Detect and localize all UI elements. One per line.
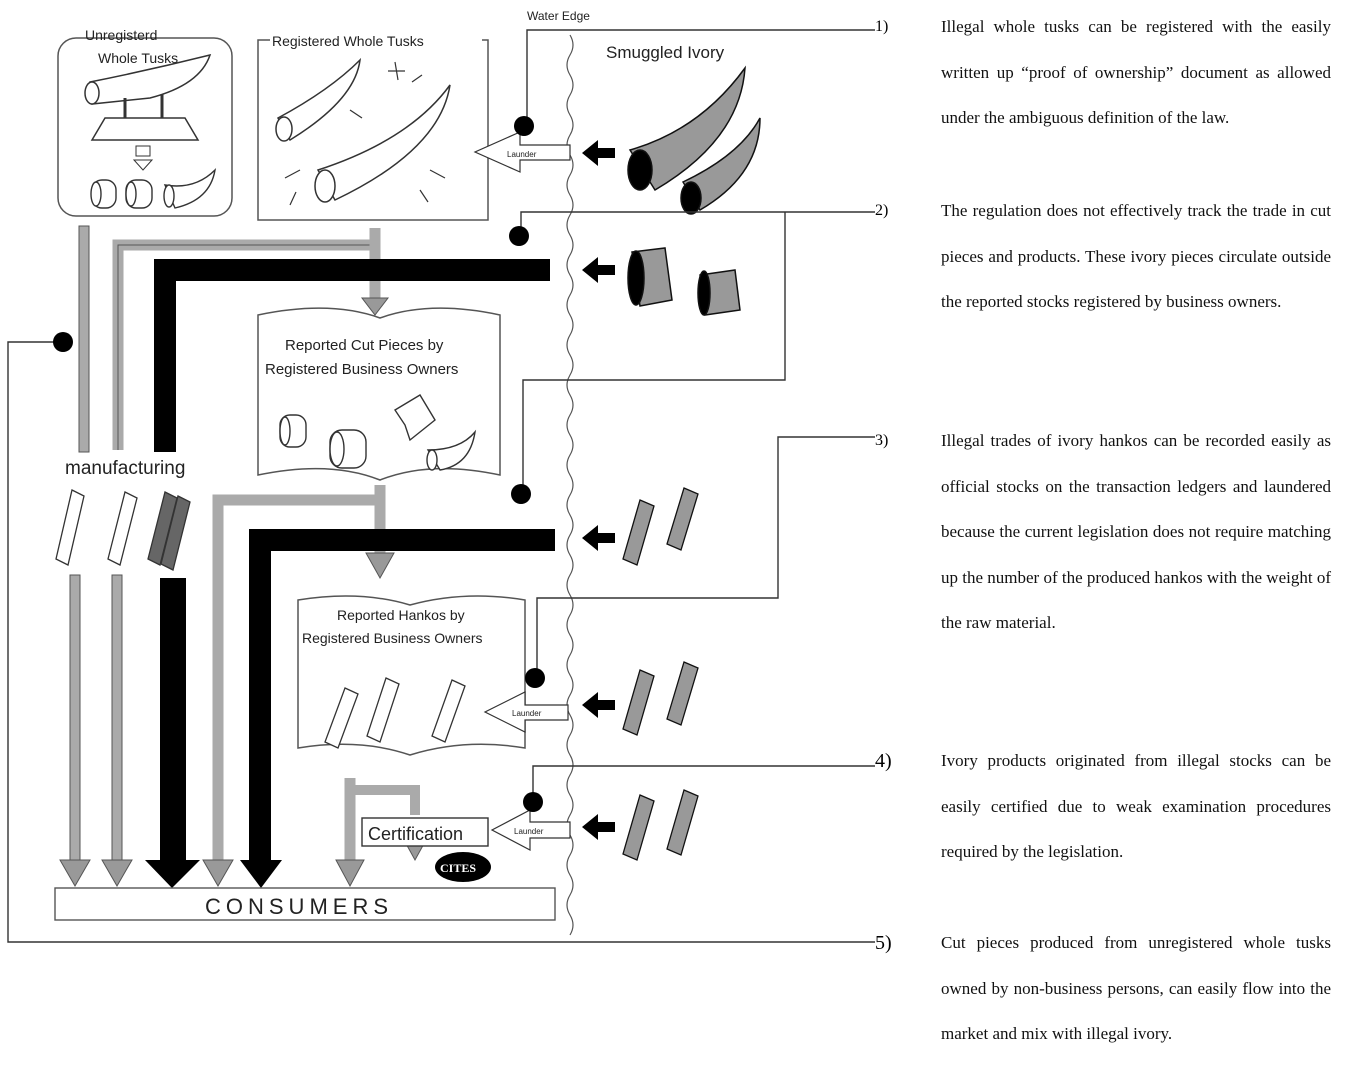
note-4-text: Ivory products originated from illegal s… xyxy=(941,738,1331,875)
note-2-number: 2) xyxy=(875,202,935,220)
note-2-text: The regulation does not effectively trac… xyxy=(941,188,1331,325)
manufacturing-label: manufacturing xyxy=(65,458,185,479)
small-black-arrow-2 xyxy=(582,257,615,283)
gray-flow-unregistered-to-manufacturing xyxy=(79,226,89,452)
note-4-number: 4) xyxy=(875,750,935,773)
unregistered-label-1: Unregisterd xyxy=(85,27,157,43)
launder-label-1: Launder xyxy=(507,150,537,159)
cites-label: CITES xyxy=(440,861,476,875)
hankos-label-1: Reported Hankos by xyxy=(337,607,465,623)
note-3-text: Illegal trades of ivory hankos can be re… xyxy=(941,418,1331,646)
manufactured-hankos-icon xyxy=(56,490,190,570)
certification-label: Certification xyxy=(368,824,463,844)
launder-label-3: Launder xyxy=(514,827,544,836)
note-1-text: Illegal whole tusks can be registered wi… xyxy=(941,4,1331,141)
small-black-arrow-1 xyxy=(582,140,615,166)
unregistered-label-2: Whole Tusks xyxy=(98,50,178,66)
smuggled-hankos-icon-3 xyxy=(623,790,698,860)
water-edge-label: Water Edge xyxy=(527,9,590,23)
notes-panel: 1) Illegal whole tusks can be registered… xyxy=(875,0,1345,1090)
note-5-number: 5) xyxy=(875,932,935,955)
gray-arrowhead-to-cut xyxy=(362,298,388,315)
smuggled-tusks-icon xyxy=(628,68,760,214)
note-5-text: Cut pieces produced from unregistered wh… xyxy=(941,920,1331,1057)
note-1-number: 1) xyxy=(875,18,935,36)
smuggled-cut-pieces-icon xyxy=(628,248,740,315)
registered-whole-label: Registered Whole Tusks xyxy=(272,33,424,49)
small-black-arrow-5 xyxy=(582,814,615,840)
consumers-label: CONSUMERS xyxy=(205,894,393,919)
water-edge-line xyxy=(567,35,573,935)
smuggled-label: Smuggled Ivory xyxy=(606,43,725,62)
note-3-number: 3) xyxy=(875,432,935,450)
small-black-arrow-4 xyxy=(582,692,615,718)
gray-flow-hankos-to-certification xyxy=(350,790,415,815)
small-black-arrow-3 xyxy=(582,525,615,551)
ivory-trade-diagram: Water Edge Unregisterd Whole Tusks Regis… xyxy=(0,0,875,1090)
smuggled-hankos-icon-1 xyxy=(623,488,698,565)
hankos-label-2: Registered Business Owners xyxy=(302,630,483,646)
launder-label-2: Launder xyxy=(512,709,542,718)
smuggled-hankos-icon-2 xyxy=(623,662,698,735)
cut-pieces-label-2: Registered Business Owners xyxy=(265,361,458,378)
cut-pieces-label-1: Reported Cut Pieces by xyxy=(285,337,444,354)
